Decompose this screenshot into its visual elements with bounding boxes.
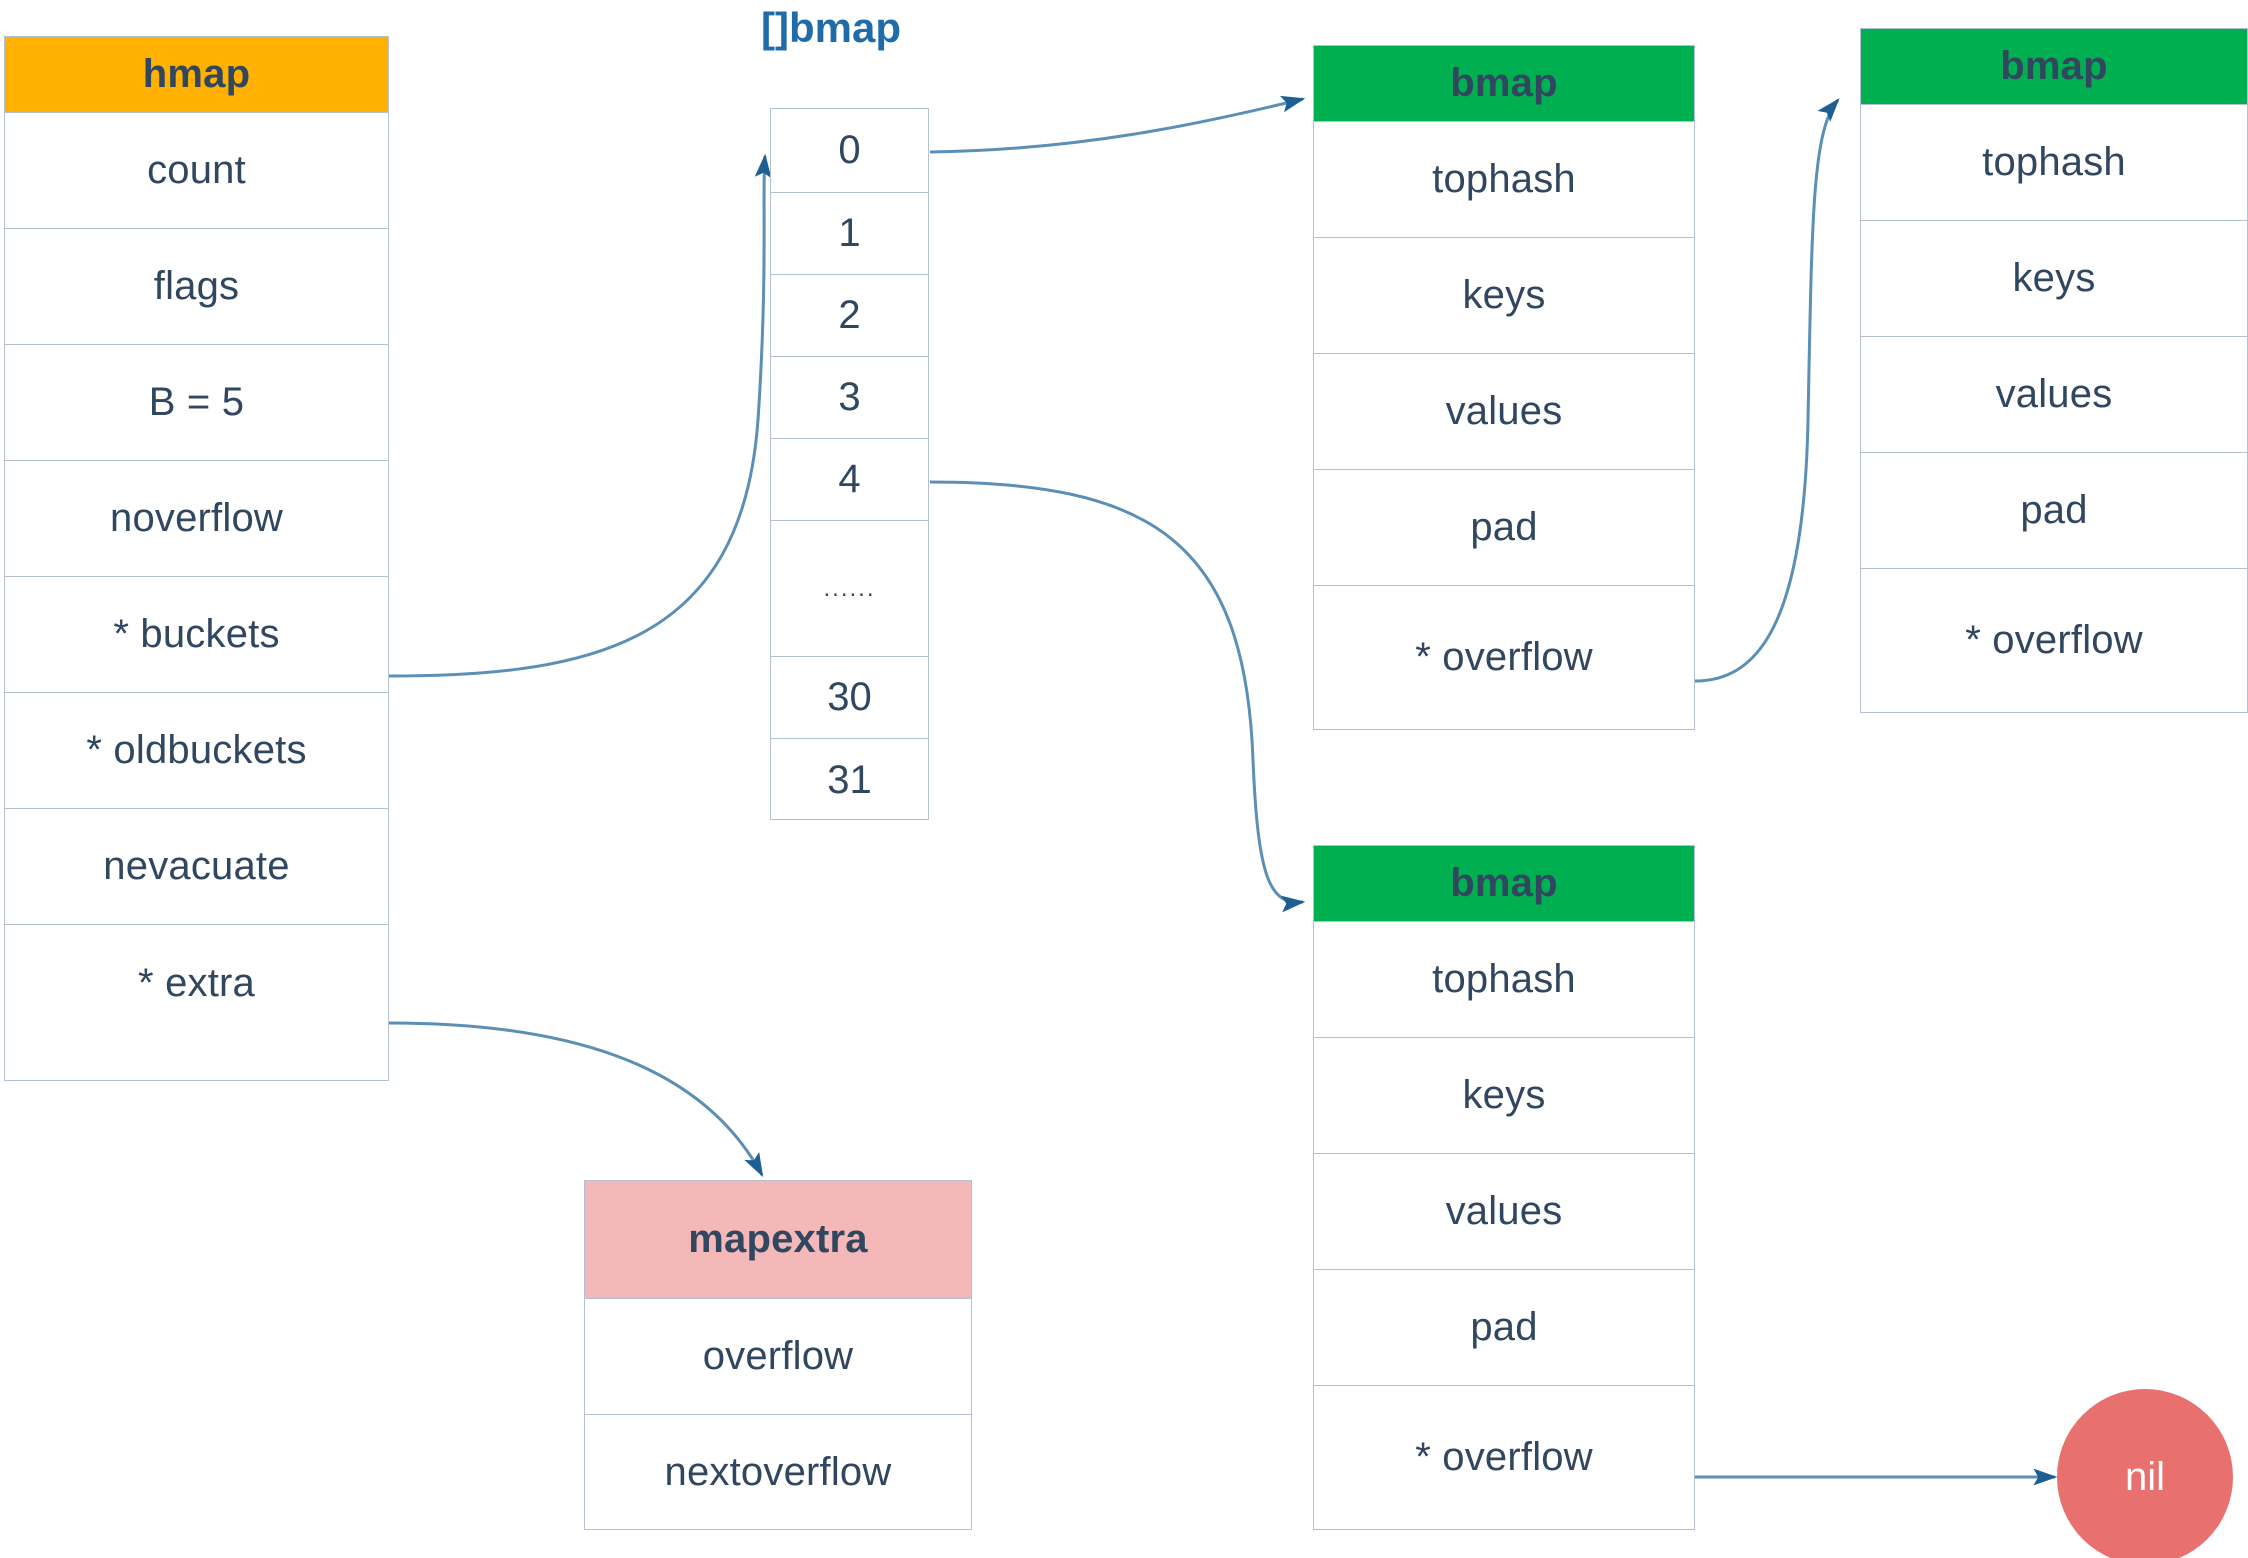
bmap-top-left-field-tophash: tophash [1314, 122, 1694, 238]
bmap-bottom-field-pad: pad [1314, 1270, 1694, 1386]
bucket-cell-31[interactable]: 31 [827, 757, 872, 802]
bucket-cell-1[interactable]: 1 [771, 193, 928, 275]
mapextra-field-overflow: overflow [585, 1299, 971, 1415]
hmap-field-extra: * extra [137, 960, 255, 1005]
edge-array0-to-bmap1 [929, 95, 1306, 154]
bmap-top-right-field-keys: keys [1861, 221, 2247, 337]
hmap-field-oldbuckets: * oldbuckets [5, 693, 388, 809]
hmap-field-count: count [5, 113, 388, 229]
bmap-struct-top-left: bmap tophash keys values pad * overflow [1313, 45, 1695, 730]
hmap-struct: hmap count flags B = 5 noverflow * bucke… [4, 36, 389, 1081]
bucket-array-title: []bmap [761, 4, 901, 51]
bucket-cell-30[interactable]: 30 [771, 657, 928, 739]
edge-array4-to-bmap3 [929, 480, 1306, 913]
bucket-cell-ellipsis: ...... [771, 521, 928, 657]
bucket-cell-2[interactable]: 2 [771, 275, 928, 357]
bmap-bottom-field-keys: keys [1314, 1038, 1694, 1154]
bmap-top-left-field-pad: pad [1314, 470, 1694, 586]
bmap-bottom-header: bmap [1314, 846, 1694, 922]
bmap-top-right-field-pad: pad [1861, 453, 2247, 569]
edge-buckets-to-array [388, 153, 772, 678]
edge-bmap1-overflow-to-bmap2 [1694, 98, 1840, 683]
bmap-top-right-header: bmap [1861, 29, 2247, 105]
hmap-field-flags: flags [5, 229, 388, 345]
bmap-top-left-field-values: values [1314, 354, 1694, 470]
bmap-top-right-field-values: values [1861, 337, 2247, 453]
bmap-top-left-header: bmap [1314, 46, 1694, 122]
hmap-field-b: B = 5 [5, 345, 388, 461]
bmap-struct-top-right: bmap tophash keys values pad * overflow [1860, 28, 2248, 713]
bmap-top-right-field-overflow: * overflow [1965, 618, 2143, 662]
hmap-header: hmap [5, 37, 388, 113]
mapextra-header: mapextra [585, 1181, 971, 1299]
bmap-struct-bottom: bmap tophash keys values pad * overflow [1313, 845, 1695, 1530]
edge-extra-to-mapextra [388, 1021, 764, 1178]
bmap-top-left-field-keys: keys [1314, 238, 1694, 354]
mapextra-field-nextoverflow: nextoverflow [664, 1450, 892, 1494]
nil-node: nil [2057, 1389, 2233, 1558]
bmap-bottom-field-overflow: * overflow [1415, 1435, 1593, 1479]
bucket-cell-0[interactable]: 0 [771, 109, 928, 193]
mapextra-struct: mapextra overflow nextoverflow [584, 1180, 972, 1530]
bmap-bottom-field-values: values [1314, 1154, 1694, 1270]
bucket-array: 0 1 2 3 4 ...... 30 31 [770, 108, 929, 820]
bucket-cell-3[interactable]: 3 [771, 357, 928, 439]
hmap-field-noverflow: noverflow [5, 461, 388, 577]
bmap-bottom-field-tophash: tophash [1314, 922, 1694, 1038]
bucket-cell-4[interactable]: 4 [771, 439, 928, 521]
bmap-top-right-field-tophash: tophash [1861, 105, 2247, 221]
nil-node-label: nil [2124, 1454, 2166, 1499]
hmap-field-nevacuate: nevacuate [5, 809, 388, 925]
bmap-top-left-field-overflow: * overflow [1415, 635, 1593, 679]
hmap-field-buckets: * buckets [5, 577, 388, 693]
